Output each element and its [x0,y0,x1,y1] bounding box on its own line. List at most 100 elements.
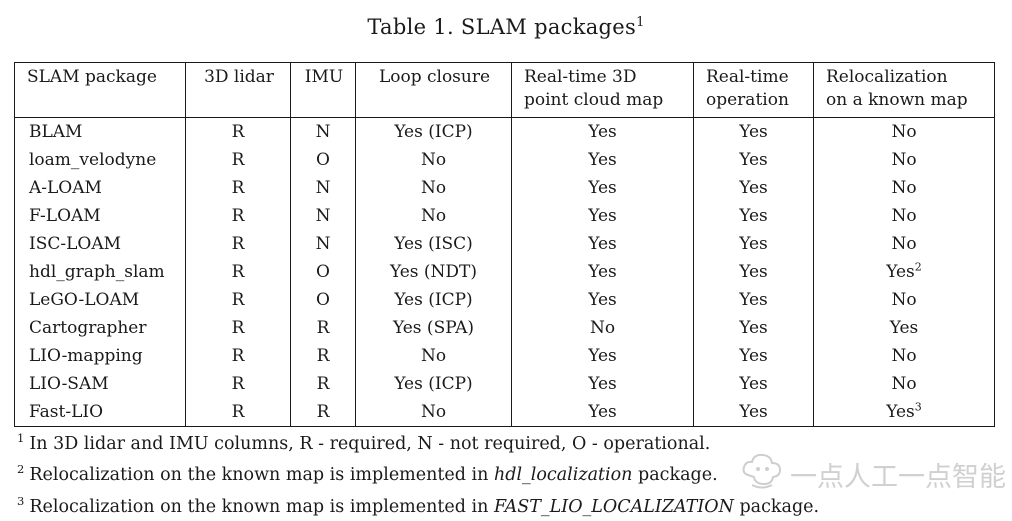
table-cell: Yes (NDT) [355,258,512,286]
column-header-imu: IMU [290,62,356,118]
slam-package-name-cell: hdl_graph_slam [14,258,186,286]
footnote-marker: 2 [914,260,922,274]
slam-package-name-cell: F-LOAM [14,202,186,230]
table-cell: Yes [693,146,814,174]
column-header-slam-package: SLAM package [14,62,186,118]
table-cell: N [290,174,356,202]
table-cell: N [290,117,356,146]
table-cell: Yes [693,342,814,370]
table-cell: No [813,286,995,314]
table-cell: Yes [511,342,694,370]
footnote-number: 3 [17,493,25,508]
footnote-marker: 3 [914,400,922,414]
table-cell: N [290,202,356,230]
watermark-text: 一点人工一点智能 [790,462,1006,493]
table-cell: R [185,117,291,146]
table-cell: Yes [511,202,694,230]
table-cell: O [290,258,356,286]
table-cell: No [813,370,995,398]
table-cell: Yes (ISC) [355,230,512,258]
table-cell: N [290,230,356,258]
footnote-number: 1 [17,431,25,445]
table-cell: Yes (ICP) [355,117,512,146]
table-cell: Yes [511,398,694,427]
table-cell: Yes [511,117,694,146]
table-cell: R [290,342,356,370]
table-cell: Yes [511,370,694,398]
column-header-realtime-3d-map: Real-time 3D point cloud map [511,62,694,118]
slam-package-name-cell: LIO-mapping [14,342,186,370]
table-cell: No [813,146,995,174]
table-cell: No [355,146,512,174]
table-cell: R [185,230,291,258]
table-cell: O [290,146,356,174]
table-cell: R [185,370,291,398]
table-cell: R [185,174,291,202]
table-cell: O [290,286,356,314]
slam-package-name-cell: Fast-LIO [14,398,186,427]
table-cell: No [813,342,995,370]
table-cell: Yes [693,202,814,230]
slam-package-name-cell: loam_velodyne [14,146,186,174]
table-cell: Yes [511,286,694,314]
page-title-footnote-marker: 1 [636,15,645,30]
table-cell: No [355,202,512,230]
slam-package-name-cell: LIO-SAM [14,370,186,398]
page-title-text: Table 1. SLAM packages [367,15,637,39]
package-name-italic: FAST_LIO_LOCALIZATION [493,496,734,517]
table-cell: Yes (ICP) [355,370,512,398]
page-title: Table 1. SLAM packages1 [0,15,1012,39]
table-cell: R [185,146,291,174]
table-cell: R [290,370,356,398]
table-cell: No [813,174,995,202]
table-header: SLAM package 3D lidar IMU Loop closure R… [14,62,995,118]
package-name-italic: hdl_localization [493,465,633,486]
table-cell: Yes [693,398,814,427]
table-cell: Yes [693,117,814,146]
column-header-relocalization: Relocalization on a known map [813,62,995,118]
table-cell: Yes [511,174,694,202]
table-cell: R [185,202,291,230]
table-cell: No [813,230,995,258]
table-cell: Yes [813,314,995,342]
table-cell: No [511,314,694,342]
table-cell: Yes [693,370,814,398]
table-cell: Yes [693,258,814,286]
slam-package-name-cell: Cartographer [14,314,186,342]
column-header-realtime-operation: Real-time operation [693,62,814,118]
table-cell: R [185,258,291,286]
table-cell: R [185,314,291,342]
table-cell: Yes [511,230,694,258]
table-cell: Yes2 [813,258,995,286]
table-cell: R [290,314,356,342]
table-cell: R [185,286,291,314]
slam-package-name-cell: LeGO-LOAM [14,286,186,314]
table-header-row: SLAM package 3D lidar IMU Loop closure R… [14,62,995,118]
table-cell: Yes [693,230,814,258]
table-cell: Yes3 [813,398,995,427]
footnote-number: 2 [17,462,25,477]
table-cell: No [813,117,995,146]
table-cell: Yes (SPA) [355,314,512,342]
table-cell: Yes [511,146,694,174]
table-cell: No [355,398,512,427]
slam-package-name-cell: BLAM [14,117,186,146]
table-cell: R [185,342,291,370]
table-cell: Yes (ICP) [355,286,512,314]
table-cell: No [355,342,512,370]
